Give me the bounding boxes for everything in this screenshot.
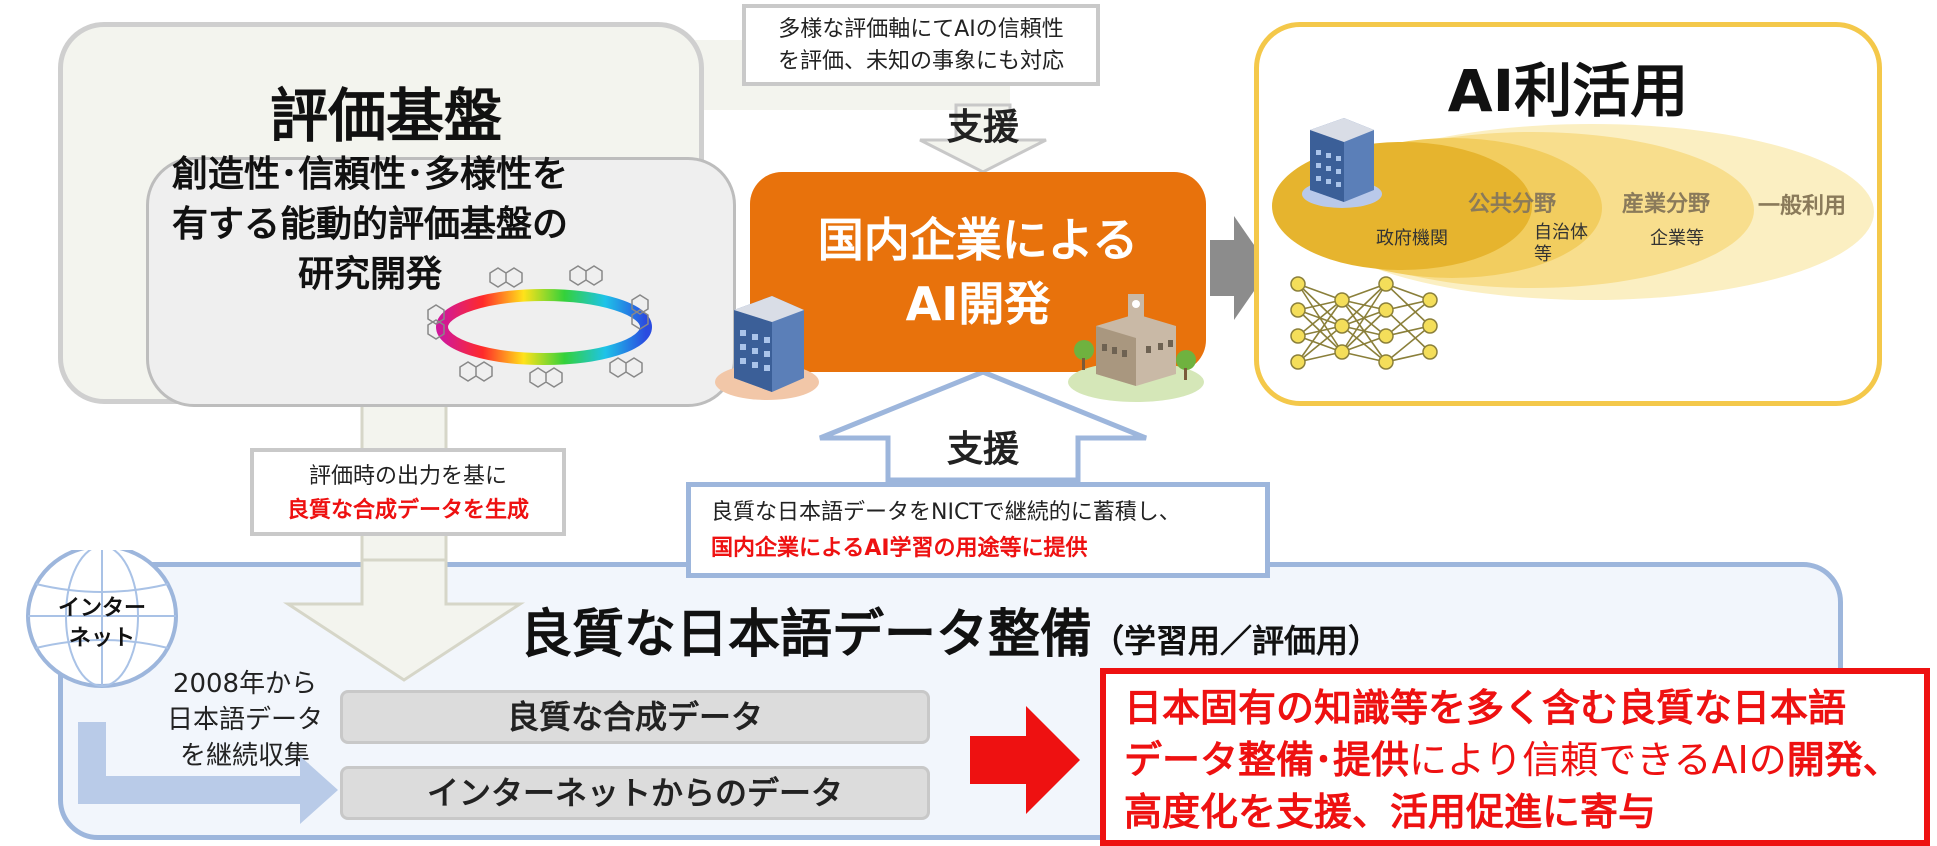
dev-title-line-2: AI開発 (905, 277, 1051, 331)
field-general: 一般利用 (1758, 194, 1847, 219)
conclusion-line-2: データ整備･提供により信頼できるAIの開発、 (1124, 734, 1906, 786)
field-industry: 産業分野 (1622, 192, 1711, 217)
top-callout-line-1: 多様な評価軸にてAIの信頼性 (778, 17, 1064, 42)
neural-network-icon (1290, 276, 1438, 370)
support-arrow-up (819, 369, 1147, 483)
gov-building-icon (1302, 118, 1382, 208)
ai-use-ellipses (1272, 124, 1874, 300)
field-public: 公共分野 (1468, 192, 1557, 217)
campus-icon (1068, 294, 1204, 402)
eval-platform-description: 創造性･信頼性･多様性を 有する能動的評価基盤の 研究開発 (150, 150, 590, 300)
synthetic-data-callout: 評価時の出力を基に 良質な合成データを生成 (250, 448, 566, 536)
nict-callout: 良質な日本語データをNICTで継続的に蓄積し、 国内企業によるAI学習の用途等に… (686, 482, 1270, 578)
support-label-bottom: 支援 (946, 429, 1019, 470)
building-icon (715, 296, 819, 400)
data-title-sub: （学習用／評価用） (1092, 622, 1381, 660)
red-arrow-icon (970, 706, 1080, 814)
eval-desc-line-2: 有する能動的評価基盤の (171, 204, 568, 245)
data-title-main: 良質な日本語データ整備 (520, 605, 1093, 665)
internet-label: インター ネット (34, 594, 170, 654)
ring-spectrum-icon (427, 265, 652, 388)
internet-collection-text: 2008年から 日本語データ を継続収集 (150, 666, 340, 774)
data-section-title: 良質な日本語データ整備（学習用／評価用） (520, 592, 1620, 667)
internet-data-bar: インターネットからのデータ (340, 766, 930, 820)
collection-line-3: を継続収集 (179, 741, 310, 771)
eval-platform-panel: 評価基盤 (58, 22, 736, 407)
conclusion-line-2-bold: データ整備･提供 (1124, 738, 1410, 782)
conclusion-line-2-plain: により信頼できるAIの (1409, 738, 1787, 782)
support-arrow-down (919, 103, 1047, 174)
label-municipality-line-2: 等 (1534, 244, 1552, 265)
nict-callout-line-1: 良質な日本語データをNICTで継続的に蓄積し、 (711, 500, 1181, 525)
label-government: 政府機関 (1376, 228, 1448, 249)
label-companies: 企業等 (1650, 228, 1704, 249)
label-municipality: 自治体 等 (1534, 222, 1588, 266)
support-label-top: 支援 (946, 107, 1019, 148)
globe-icon (26, 550, 178, 688)
eval-platform-title: 評価基盤 (269, 82, 502, 150)
eval-desc-line-3: 研究開発 (297, 254, 442, 295)
top-callout-line-2: を評価、未知の事象にも対応 (777, 49, 1064, 74)
collection-line-2: 日本語データ (166, 705, 323, 735)
synthetic-callout-line-1: 評価時の出力を基に (308, 464, 507, 489)
top-callout: 多様な評価軸にてAIの信頼性 を評価、未知の事象にも対応 (742, 4, 1100, 86)
collection-line-1: 2008年から (172, 669, 318, 699)
internet-label-line-2: ネット (68, 626, 135, 651)
ai-use-title: AI利活用 (1447, 57, 1689, 125)
dev-to-ai-arrow (1210, 216, 1270, 320)
label-municipality-line-1: 自治体 (1534, 222, 1588, 243)
dev-title-line-1: 国内企業による (817, 213, 1139, 267)
synthetic-data-bar: 良質な合成データ (340, 690, 930, 744)
eval-desc-line-1: 創造性･信頼性･多様性を (171, 154, 568, 195)
nict-callout-line-2: 国内企業によるAI学習の用途等に提供 (711, 536, 1088, 561)
internet-label-line-1: インター (57, 596, 146, 621)
domestic-ai-dev-title: 国内企業による AI開発 (750, 208, 1206, 336)
conclusion-box: 日本固有の知識等を多く含む良質な日本語 データ整備･提供により信頼できるAIの開… (1100, 668, 1930, 846)
synthetic-callout-line-2: 良質な合成データを生成 (286, 498, 529, 523)
conclusion-line-2-bold-end: 開発、 (1786, 738, 1901, 782)
conclusion-line-1: 日本固有の知識等を多く含む良質な日本語 (1124, 686, 1847, 730)
conclusion-line-3: 高度化を支援、活用促進に寄与 (1124, 790, 1657, 834)
eval-platform-inner-box (146, 157, 736, 407)
